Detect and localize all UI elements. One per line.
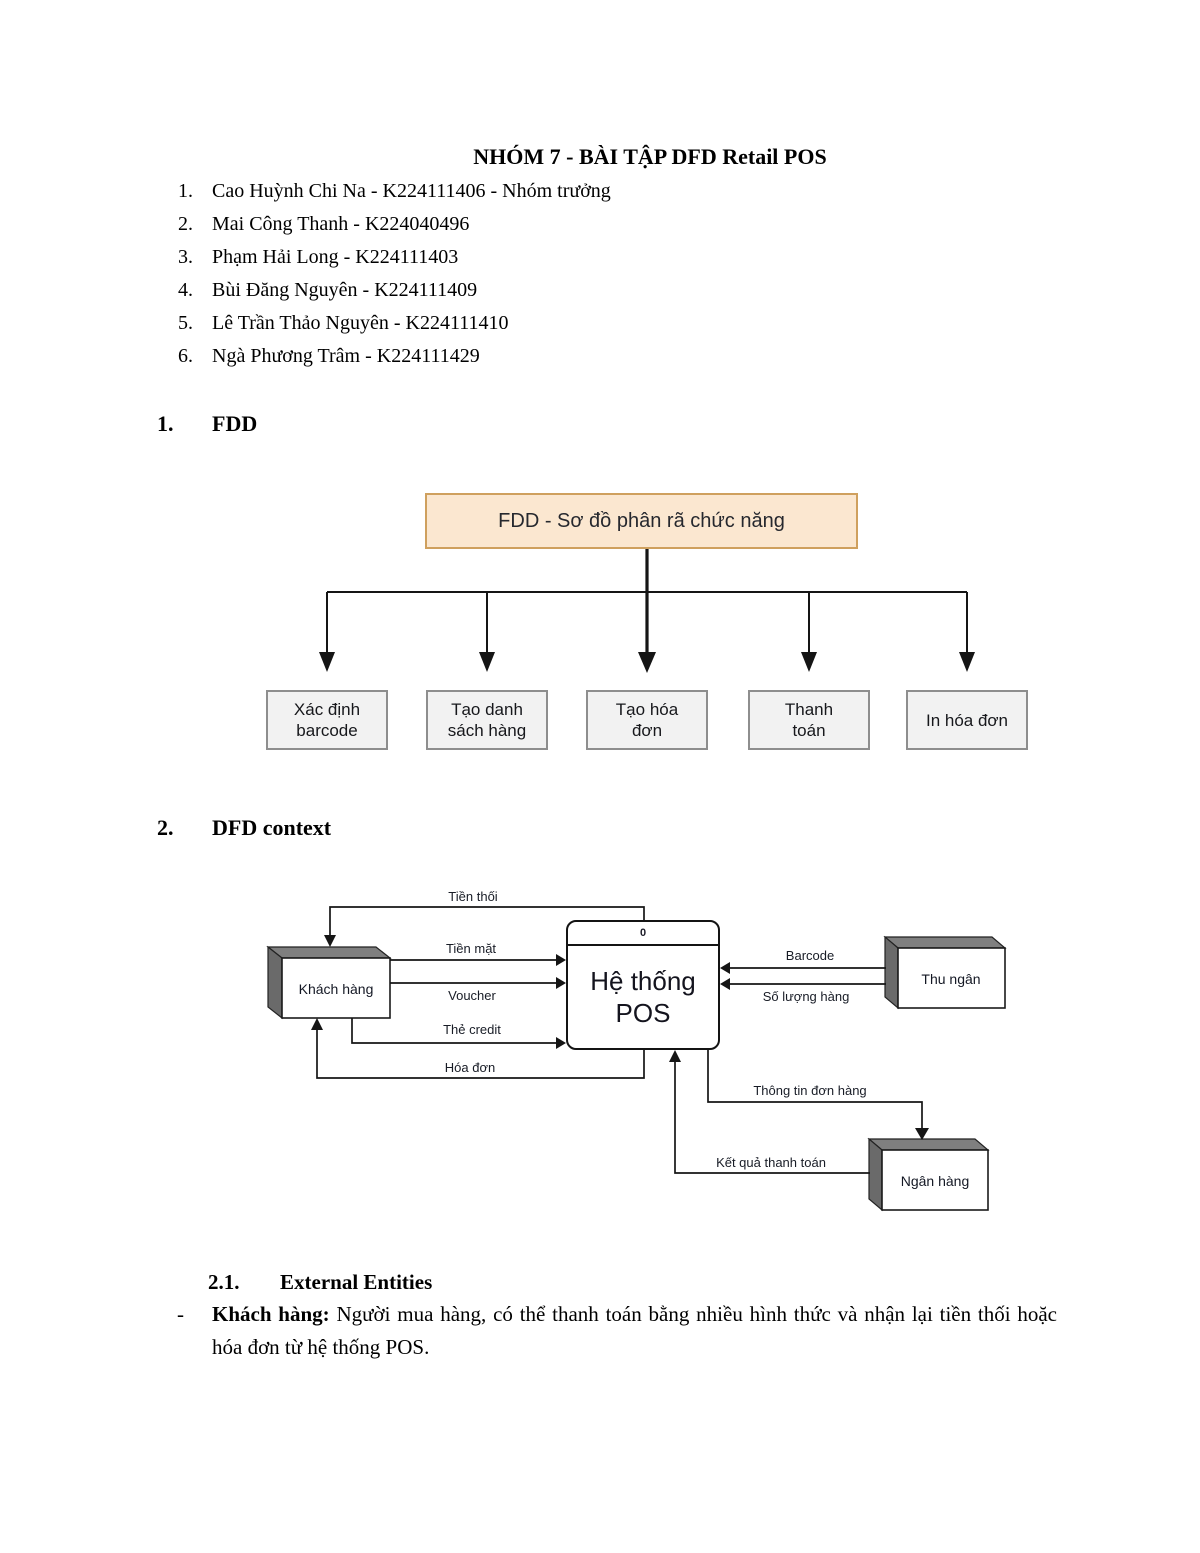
fdd-box-label: Thanh bbox=[784, 700, 834, 719]
list-item: 5. Lê Trần Thảo Nguyên - K224111410 bbox=[178, 307, 1078, 340]
flow-label-hoa-don: Hóa đơn bbox=[444, 1060, 496, 1075]
list-number: 4. bbox=[178, 279, 193, 301]
fdd-box-label: sách hàng bbox=[447, 721, 527, 740]
entity-label-ngan-hang: Ngân hàng bbox=[900, 1173, 970, 1189]
list-number: 5. bbox=[178, 312, 193, 334]
section-heading-dfd-context: 2. DFD context bbox=[157, 815, 331, 841]
fdd-box-label: Tạo hóa bbox=[615, 700, 679, 719]
section-number: 2.1. bbox=[208, 1270, 240, 1294]
entity-name-bold: Khách hàng: bbox=[212, 1302, 330, 1326]
fdd-arrowhead-5 bbox=[959, 652, 975, 672]
entity-label-khach-hang: Khách hàng bbox=[298, 981, 374, 997]
flow-label-barcode: Barcode bbox=[785, 948, 835, 963]
fdd-arrowhead-2 bbox=[479, 652, 495, 672]
section-number: 1. bbox=[157, 411, 174, 436]
list-item: 4. Bùi Đăng Nguyên - K224111409 bbox=[178, 274, 1078, 307]
page-title: NHÓM 7 - BÀI TẬP DFD Retail POS bbox=[473, 144, 827, 169]
fdd-box-label: toán bbox=[792, 721, 826, 740]
list-number: 1. bbox=[178, 180, 193, 202]
list-number: 3. bbox=[178, 246, 193, 268]
list-item: 1. Cao Huỳnh Chi Na - K224111406 - Nhóm … bbox=[178, 175, 1078, 208]
flow-label-tien-mat: Tiền mặt bbox=[445, 941, 497, 956]
fdd-box-label: đơn bbox=[631, 721, 663, 740]
fdd-root-box: FDD - Sơ đồ phân rã chức năng bbox=[425, 493, 858, 549]
fdd-box-tao-hoa-don: Tạo hóa đơn bbox=[586, 690, 708, 750]
fdd-box-in-hoa-don: In hóa đơn bbox=[906, 690, 1028, 750]
fdd-box-label: barcode bbox=[296, 721, 358, 740]
list-text: Bùi Đăng Nguyên - K224111409 bbox=[212, 279, 478, 301]
fdd-box-xac-dinh-barcode: Xác định barcode bbox=[266, 690, 388, 750]
fdd-box-tao-danh-sach-hang: Tạo danh sách hàng bbox=[426, 690, 548, 750]
flow-label-the-credit: Thẻ credit bbox=[443, 1022, 501, 1037]
process-name: Hệ thống POS bbox=[568, 946, 718, 1048]
fdd-arrowhead-4 bbox=[801, 652, 817, 672]
entity-label-thu-ngan: Thu ngân bbox=[921, 971, 981, 987]
fdd-arrowhead-1 bbox=[319, 652, 335, 672]
entity-description: Người mua hàng, có thể thanh toán bằng n… bbox=[212, 1302, 1057, 1359]
flow-label-so-luong-hang: Số lượng hàng bbox=[762, 989, 850, 1004]
list-item: 3. Phạm Hải Long - K224111403 bbox=[178, 241, 1078, 274]
fdd-connectors bbox=[319, 549, 975, 673]
section-title: FDD bbox=[212, 411, 258, 436]
list-number: 6. bbox=[178, 345, 193, 367]
list-text: Cao Huỳnh Chi Na - K224111406 - Nhóm trư… bbox=[212, 180, 611, 202]
flow-label-tien-thoi: Tiền thối bbox=[448, 889, 498, 904]
external-entities-bullet: - Khách hàng: Người mua hàng, có thể tha… bbox=[177, 1298, 1057, 1364]
section-heading-fdd: 1. FDD bbox=[157, 411, 257, 437]
section-heading-external-entities: 2.1. External Entities bbox=[208, 1270, 432, 1295]
flow-label-voucher: Voucher bbox=[448, 988, 496, 1003]
fdd-box-label: Xác định bbox=[293, 700, 361, 719]
section-number: 2. bbox=[157, 815, 174, 840]
fdd-box-thanh-toan: Thanh toán bbox=[748, 690, 870, 750]
member-list: 1. Cao Huỳnh Chi Na - K224111406 - Nhóm … bbox=[178, 175, 1078, 373]
process-name-line: Hệ thống bbox=[590, 966, 696, 996]
bullet-text: Khách hàng: Người mua hàng, có thể thanh… bbox=[212, 1298, 1057, 1364]
list-item: 2. Mai Công Thanh - K224040496 bbox=[178, 208, 1078, 241]
process-name-line: POS bbox=[615, 998, 671, 1028]
process-number: 0 bbox=[568, 922, 718, 946]
list-text: Phạm Hải Long - K224111403 bbox=[212, 246, 459, 268]
bullet-marker: - bbox=[177, 1302, 184, 1326]
fdd-box-label: In hóa đơn bbox=[925, 710, 1009, 730]
flow-label-thong-tin-don-hang: Thông tin đơn hàng bbox=[753, 1083, 867, 1098]
list-item: 6. Ngà Phương Trâm - K224111429 bbox=[178, 340, 1078, 373]
flow-label-ket-qua-thanh-toan: Kết quả thanh toán bbox=[716, 1155, 826, 1170]
pos-process-box: 0 Hệ thống POS bbox=[566, 920, 720, 1050]
list-text: Lê Trần Thảo Nguyên - K224111410 bbox=[212, 312, 509, 334]
list-text: Mai Công Thanh - K224040496 bbox=[212, 213, 470, 235]
section-title: External Entities bbox=[280, 1270, 433, 1294]
list-number: 2. bbox=[178, 213, 193, 235]
section-title: DFD context bbox=[212, 815, 332, 840]
list-text: Ngà Phương Trâm - K224111429 bbox=[212, 345, 480, 367]
fdd-arrowhead-3 bbox=[638, 652, 656, 673]
fdd-box-label: Tạo danh bbox=[451, 700, 523, 719]
